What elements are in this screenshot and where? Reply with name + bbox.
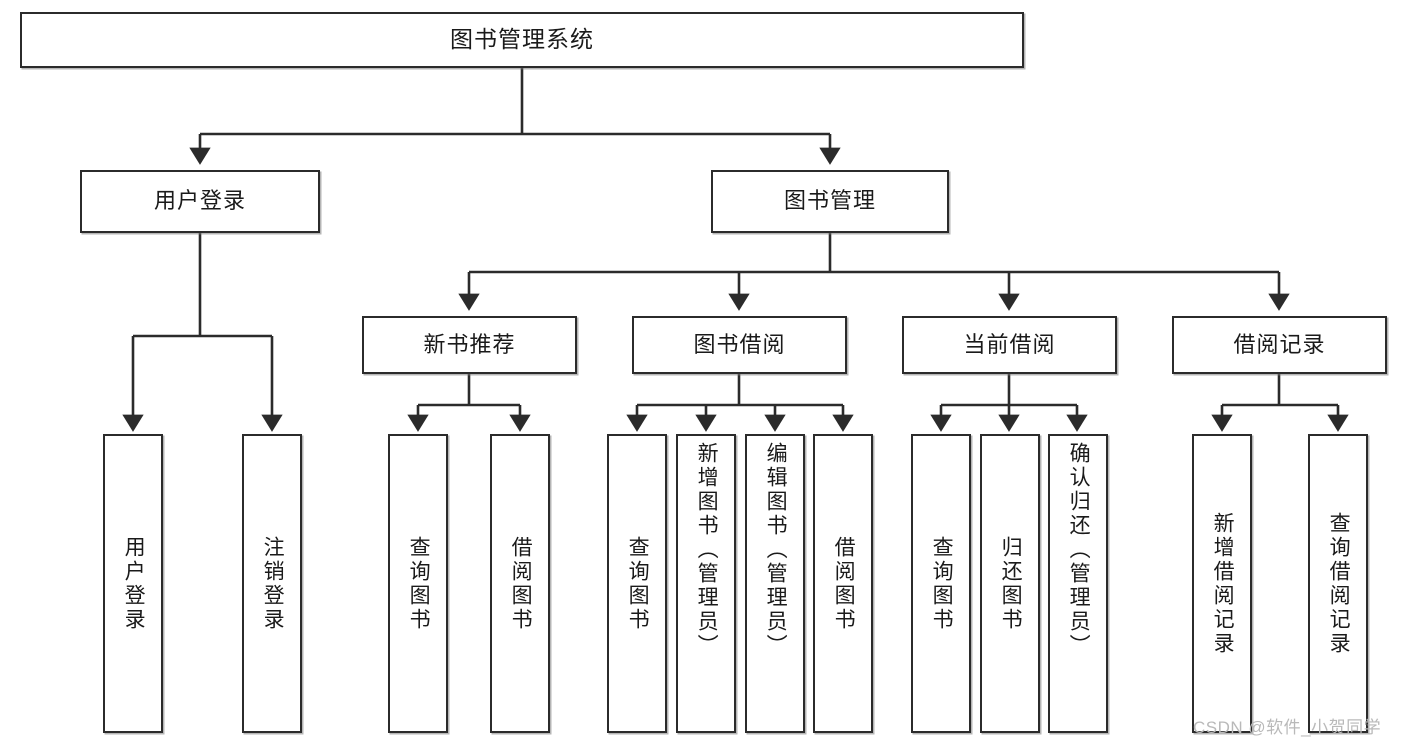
leaf-user-login-login[interactable]: 用户登录 [103, 434, 163, 733]
node-label: 新增借阅记录 [1211, 511, 1235, 656]
node-label: 编辑图书（管理员） [764, 442, 788, 658]
leaf-current-borrow-confirm-return[interactable]: 确认归还（管理员） [1048, 434, 1108, 733]
node-label: 用户登录 [153, 188, 246, 214]
leaf-current-borrow-return[interactable]: 归还图书 [980, 434, 1040, 733]
csdn-watermark: CSDN @软件_小贺同学 [1193, 718, 1382, 737]
node-label: 查询借阅记录 [1327, 511, 1351, 656]
leaf-user-login-logout[interactable]: 注销登录 [242, 434, 302, 733]
node-label: 图书借阅 [693, 331, 786, 357]
leaf-new-book-query[interactable]: 查询图书 [388, 434, 448, 733]
node-label: 借阅图书 [832, 535, 856, 632]
node-borrow-record[interactable]: 借阅记录 [1172, 316, 1387, 374]
node-label: 图书管理系统 [450, 26, 594, 53]
leaf-new-book-borrow[interactable]: 借阅图书 [490, 434, 550, 733]
leaf-book-borrow-query[interactable]: 查询图书 [607, 434, 667, 733]
node-user-login[interactable]: 用户登录 [80, 170, 320, 233]
node-label: 借阅图书 [509, 535, 533, 632]
leaf-current-borrow-query[interactable]: 查询图书 [911, 434, 971, 733]
leaf-borrow-record-query[interactable]: 查询借阅记录 [1308, 434, 1368, 733]
node-label: 图书管理 [783, 188, 876, 214]
node-new-book-recommend[interactable]: 新书推荐 [362, 316, 577, 374]
leaf-book-borrow-borrow[interactable]: 借阅图书 [813, 434, 873, 733]
node-label: 查询图书 [407, 535, 431, 632]
node-label: 新书推荐 [423, 331, 516, 357]
leaf-book-borrow-add[interactable]: 新增图书（管理员） [676, 434, 736, 733]
node-book-management-system[interactable]: 图书管理系统 [20, 12, 1024, 68]
node-label: 查询图书 [626, 535, 650, 632]
leaf-borrow-record-add[interactable]: 新增借阅记录 [1192, 434, 1252, 733]
node-label: 新增图书（管理员） [695, 442, 719, 658]
node-label: 确认归还（管理员） [1067, 442, 1091, 658]
node-label: 借阅记录 [1233, 331, 1326, 357]
node-label: 归还图书 [999, 535, 1023, 632]
node-current-borrow[interactable]: 当前借阅 [902, 316, 1117, 374]
node-label: 当前借阅 [963, 331, 1056, 357]
node-label: 查询图书 [930, 535, 954, 632]
node-book-management[interactable]: 图书管理 [711, 170, 949, 233]
leaf-book-borrow-edit[interactable]: 编辑图书（管理员） [745, 434, 805, 733]
node-book-borrow[interactable]: 图书借阅 [632, 316, 847, 374]
node-label: 用户登录 [122, 535, 146, 632]
node-label: 注销登录 [261, 535, 285, 632]
